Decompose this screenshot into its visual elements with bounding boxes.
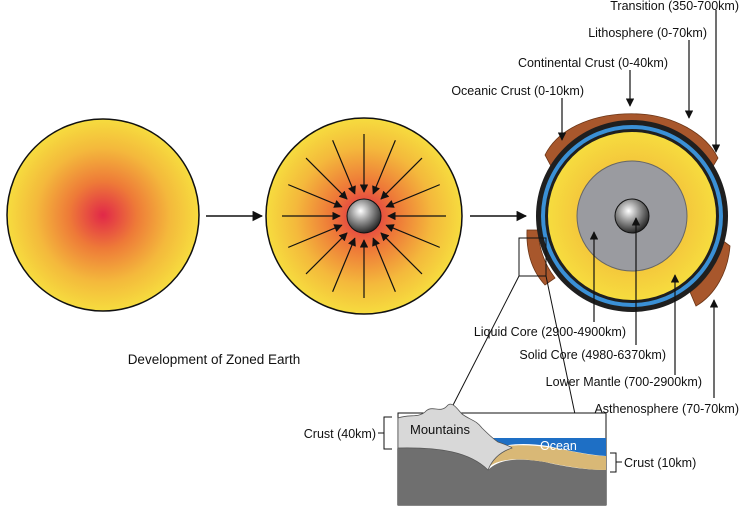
crust-cross-section: Mountains Ocean (397, 403, 607, 506)
label-continental-crust: Continental Crust (0-40km) (518, 56, 668, 70)
label-mountains: Mountains (410, 422, 470, 437)
forming-core-icon (346, 198, 382, 234)
inflow-arrow (288, 224, 343, 248)
bottom-leader-lines (589, 217, 719, 398)
inflow-arrow (372, 237, 396, 292)
top-leader-lines (557, 10, 721, 153)
mantle-layer (398, 447, 606, 505)
label-crust-oceanic: Crust (10km) (624, 456, 696, 470)
label-lower-mantle: Lower Mantle (700-2900km) (546, 375, 702, 389)
label-lithosphere: Lithosphere (0-70km) (588, 26, 707, 40)
zoom-connector (448, 275, 520, 414)
label-asthenosphere: Asthenosphere (70-70km) (594, 402, 739, 416)
solid-core-icon (614, 198, 650, 234)
inflow-arrow (385, 184, 440, 208)
oceanic-sediment-layer (490, 445, 606, 470)
zoom-connector (545, 275, 581, 439)
early-earth-sphere (6, 118, 200, 312)
inflow-arrow (372, 140, 396, 195)
zoned-earth (526, 113, 731, 312)
inflow-arrow (380, 157, 423, 200)
inflow-arrow (332, 140, 356, 195)
inflow-arrow (332, 237, 356, 292)
inflow-arrow (305, 157, 348, 200)
inflow-arrow (305, 232, 348, 275)
label-solid-core: Solid Core (4980-6370km) (519, 348, 666, 362)
differentiating-earth (265, 117, 463, 315)
label-transition: Transition (350-700km) (610, 0, 739, 13)
continental-crust-bracket (383, 416, 392, 450)
inflow-arrow (385, 224, 440, 248)
label-oceanic-crust: Oceanic Crust (0-10km) (451, 84, 584, 98)
inward-flow-arrows (282, 134, 446, 298)
oceanic-crust-bracket (610, 452, 617, 473)
inflow-arrow (288, 184, 343, 208)
label-ocean: Ocean (540, 439, 577, 453)
label-liquid-core: Liquid Core (2900-4900km) (474, 325, 626, 339)
zoom-region-box (518, 237, 547, 277)
continental-crust-patch (526, 229, 556, 286)
label-crust-continental: Crust (40km) (304, 427, 376, 441)
inflow-arrow (380, 232, 423, 275)
ocean-water (492, 438, 606, 456)
mountains-layer (397, 403, 513, 471)
diagram-caption: Development of Zoned Earth (128, 352, 301, 367)
